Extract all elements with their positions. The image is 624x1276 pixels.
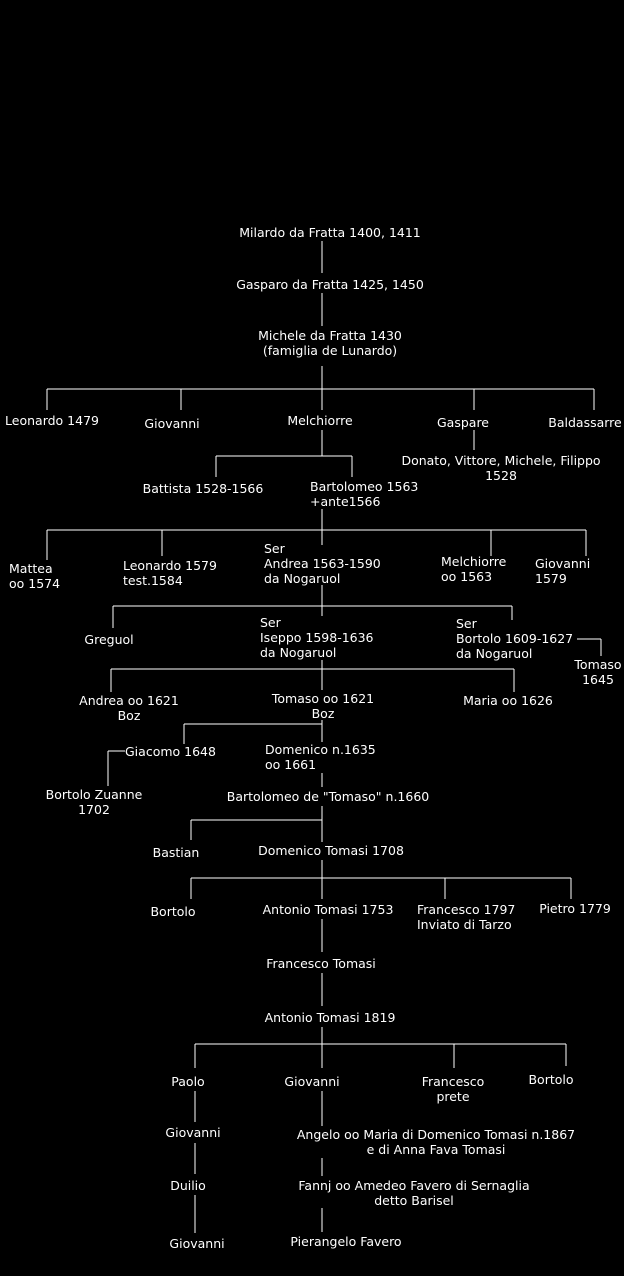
person-maria-1626: Maria oo 1626	[463, 693, 553, 708]
person-gaspare: Gaspare	[436, 415, 490, 430]
person-domenico-1635: Domenico n.1635 oo 1661	[265, 742, 376, 772]
person-antonio-1753: Antonio Tomasi 1753	[262, 902, 394, 917]
person-giovanni-1579: Giovanni 1579	[535, 556, 591, 586]
person-giovanni-g3: Giovanni	[144, 416, 200, 431]
person-francesco-prete: Francesco prete	[421, 1074, 485, 1104]
person-greguol: Greguol	[84, 632, 134, 647]
person-michele: Michele da Fratta 1430 (famiglia de Luna…	[258, 328, 402, 358]
person-giovanni-g18: Giovanni	[165, 1125, 221, 1140]
person-domenico-1708: Domenico Tomasi 1708	[258, 843, 404, 858]
person-tomaso-1621: Tomaso oo 1621 Boz	[271, 691, 375, 721]
person-andrea-1621: Andrea oo 1621 Boz	[79, 693, 179, 723]
person-giovanni-g17: Giovanni	[284, 1074, 340, 1089]
person-francesco-tomasi: Francesco Tomasi	[266, 956, 376, 971]
person-fannj: Fannj oo Amedeo Favero di Sernaglia dett…	[298, 1178, 530, 1208]
person-bortolo-g17: Bortolo	[528, 1072, 574, 1087]
person-bastian: Bastian	[152, 845, 200, 860]
person-giovanni-g20: Giovanni	[169, 1236, 225, 1251]
person-donato: Donato, Vittore, Michele, Filippo 1528	[401, 453, 601, 483]
person-baldassarre: Baldassarre	[548, 415, 622, 430]
person-pietro: Pietro 1779	[539, 901, 611, 916]
person-andrea-1563: Ser Andrea 1563-1590 da Nogaruol	[264, 541, 381, 586]
person-giacomo: Giacomo 1648	[125, 744, 216, 759]
person-melchiorre-1563: Melchiorre oo 1563	[441, 554, 507, 584]
person-antonio-1819: Antonio Tomasi 1819	[264, 1010, 396, 1025]
person-melchiorre-g3: Melchiorre	[287, 413, 353, 428]
person-tomaso-1645: Tomaso 1645	[574, 657, 622, 687]
person-bartolomeo-1563: Bartolomeo 1563 +ante1566	[310, 479, 419, 509]
person-angelo: Angelo oo Maria di Domenico Tomasi n.186…	[296, 1127, 576, 1157]
person-francesco-1797: Francesco 1797 Inviato di Tarzo	[417, 902, 516, 932]
person-gasparo: Gasparo da Fratta 1425, 1450	[236, 277, 424, 292]
person-leonardo-1579: Leonardo 1579 test.1584	[123, 558, 217, 588]
person-mattea: Mattea oo 1574	[9, 561, 61, 591]
person-paolo: Paolo	[171, 1074, 205, 1089]
person-bortolo-g13: Bortolo	[150, 904, 196, 919]
person-duilio: Duilio	[170, 1178, 206, 1193]
person-milardo: Milardo da Fratta 1400, 1411	[239, 225, 421, 240]
person-bortolo-zuanne: Bortolo Zuanne 1702	[45, 787, 143, 817]
person-leonardo-1479: Leonardo 1479	[5, 413, 99, 428]
person-pierangelo: Pierangelo Favero	[290, 1234, 402, 1249]
person-iseppo: Ser Iseppo 1598-1636 da Nogaruol	[260, 615, 374, 660]
person-bortolo-1609: Ser Bortolo 1609-1627 da Nogaruol	[456, 616, 574, 661]
person-bartolomeo-1660: Bartolomeo de "Tomaso" n.1660	[226, 789, 430, 804]
person-battista: Battista 1528-1566	[142, 481, 264, 496]
